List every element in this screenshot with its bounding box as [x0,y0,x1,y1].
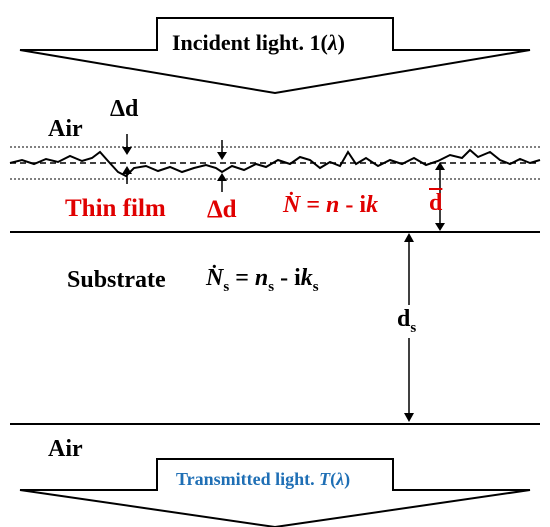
film-index-N: N [283,192,301,218]
mean-thickness-label: d [429,190,443,216]
substrate-index-sub1: s [223,278,230,295]
transmitted-light-text: Transmitted light. [176,469,320,489]
substrate-index-minus: - i [274,265,301,291]
delta-d-arrowhead-4 [217,173,227,181]
substrate-arrowhead-top [404,233,414,242]
substrate-arrowhead-bottom [404,413,414,422]
transmitted-T: T [319,469,331,489]
thickness-d-arrowhead-bottom [435,223,445,231]
thin-film-label: Thin film [65,195,166,222]
delta-d-arrowhead-3 [217,152,227,160]
thickness-d-arrowhead-top [435,162,445,170]
film-index-eq: = [300,192,327,218]
transmitted-open: ( [330,469,337,489]
transmitted-light-label: Transmitted light. T(λ) [176,470,350,488]
film-index-dot: · [288,183,295,205]
delta-d-top-label: Δd [110,96,139,122]
delta-d-arrowhead-2 [122,166,132,174]
air-bottom-label: Air [48,436,83,462]
substrate-index-dot: · [211,256,218,278]
substrate-index-N: N [206,265,224,291]
substrate-index-n: n [254,265,269,291]
incident-close: ) [337,30,345,55]
air-top-label: Air [48,116,83,142]
incident-light-text: Incident light. 1( [172,30,328,55]
substrate-index-label: ·Ns = ns - iks [206,257,319,295]
substrate-thickness-label: ds [397,305,417,338]
substrate-index-sub3: s [312,278,319,295]
rough-surface-line [9,148,541,178]
film-index-minus: - i [339,192,367,218]
incident-lambda: λ [327,30,338,55]
delta-d-bottom-label: Δd [207,196,237,223]
substrate-thickness-d: d [397,306,411,332]
transmitted-close: ) [344,469,351,489]
substrate-label: Substrate [67,267,166,293]
substrate-index-k: k [300,265,313,291]
incident-light-label: Incident light. 1(λ) [172,32,345,54]
substrate-thickness-sub: s [410,319,417,336]
transmitted-light-arrow [19,458,531,527]
substrate-index-eq: = [229,265,255,291]
delta-d-arrowhead-1 [122,147,132,155]
substrate-index-sub2: s [268,278,275,295]
film-index-label: ·N = n - ik [283,184,379,218]
incident-light-arrow [19,17,531,95]
film-index-k: k [366,192,379,218]
transmitted-lambda: λ [336,469,345,489]
film-index-n: n [326,192,340,218]
